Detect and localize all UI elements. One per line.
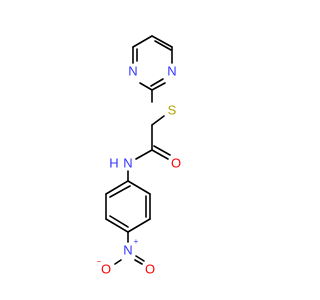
bond (134, 259, 143, 265)
bond (139, 82, 153, 91)
charge-minus: − (97, 257, 102, 266)
bond (150, 78, 164, 87)
atom-sulfur: S (168, 102, 177, 117)
bond (127, 218, 151, 233)
molecule-structure: N N S O N H N + O − O (97, 35, 181, 276)
bond (132, 35, 153, 48)
atom-n-nitro: N (123, 242, 132, 257)
bond (127, 180, 151, 195)
atom-labels: N N S O N H N + O − O (97, 63, 181, 276)
bond (151, 35, 173, 48)
atom-o-carbonyl: O (171, 155, 181, 170)
bond (151, 149, 169, 160)
atom-o-nitro-left: O (101, 261, 111, 276)
bond (105, 218, 129, 233)
atom-h-amide: H (109, 155, 118, 170)
bond (135, 149, 153, 160)
bond (114, 259, 122, 265)
atom-n-amide: N (123, 155, 132, 170)
bond (109, 185, 131, 198)
bond (135, 255, 145, 262)
atom-n-pyrimidine-left: N (128, 63, 137, 78)
bond (153, 145, 171, 156)
bond-lines (105, 35, 173, 265)
charge-plus: + (134, 237, 139, 246)
atom-o-nitro-right: O (145, 261, 155, 276)
bond (154, 40, 172, 51)
bond (151, 82, 166, 91)
atom-n-pyrimidine-right: N (167, 63, 176, 78)
bond (109, 215, 129, 228)
bond (105, 180, 129, 195)
bond (151, 115, 165, 126)
